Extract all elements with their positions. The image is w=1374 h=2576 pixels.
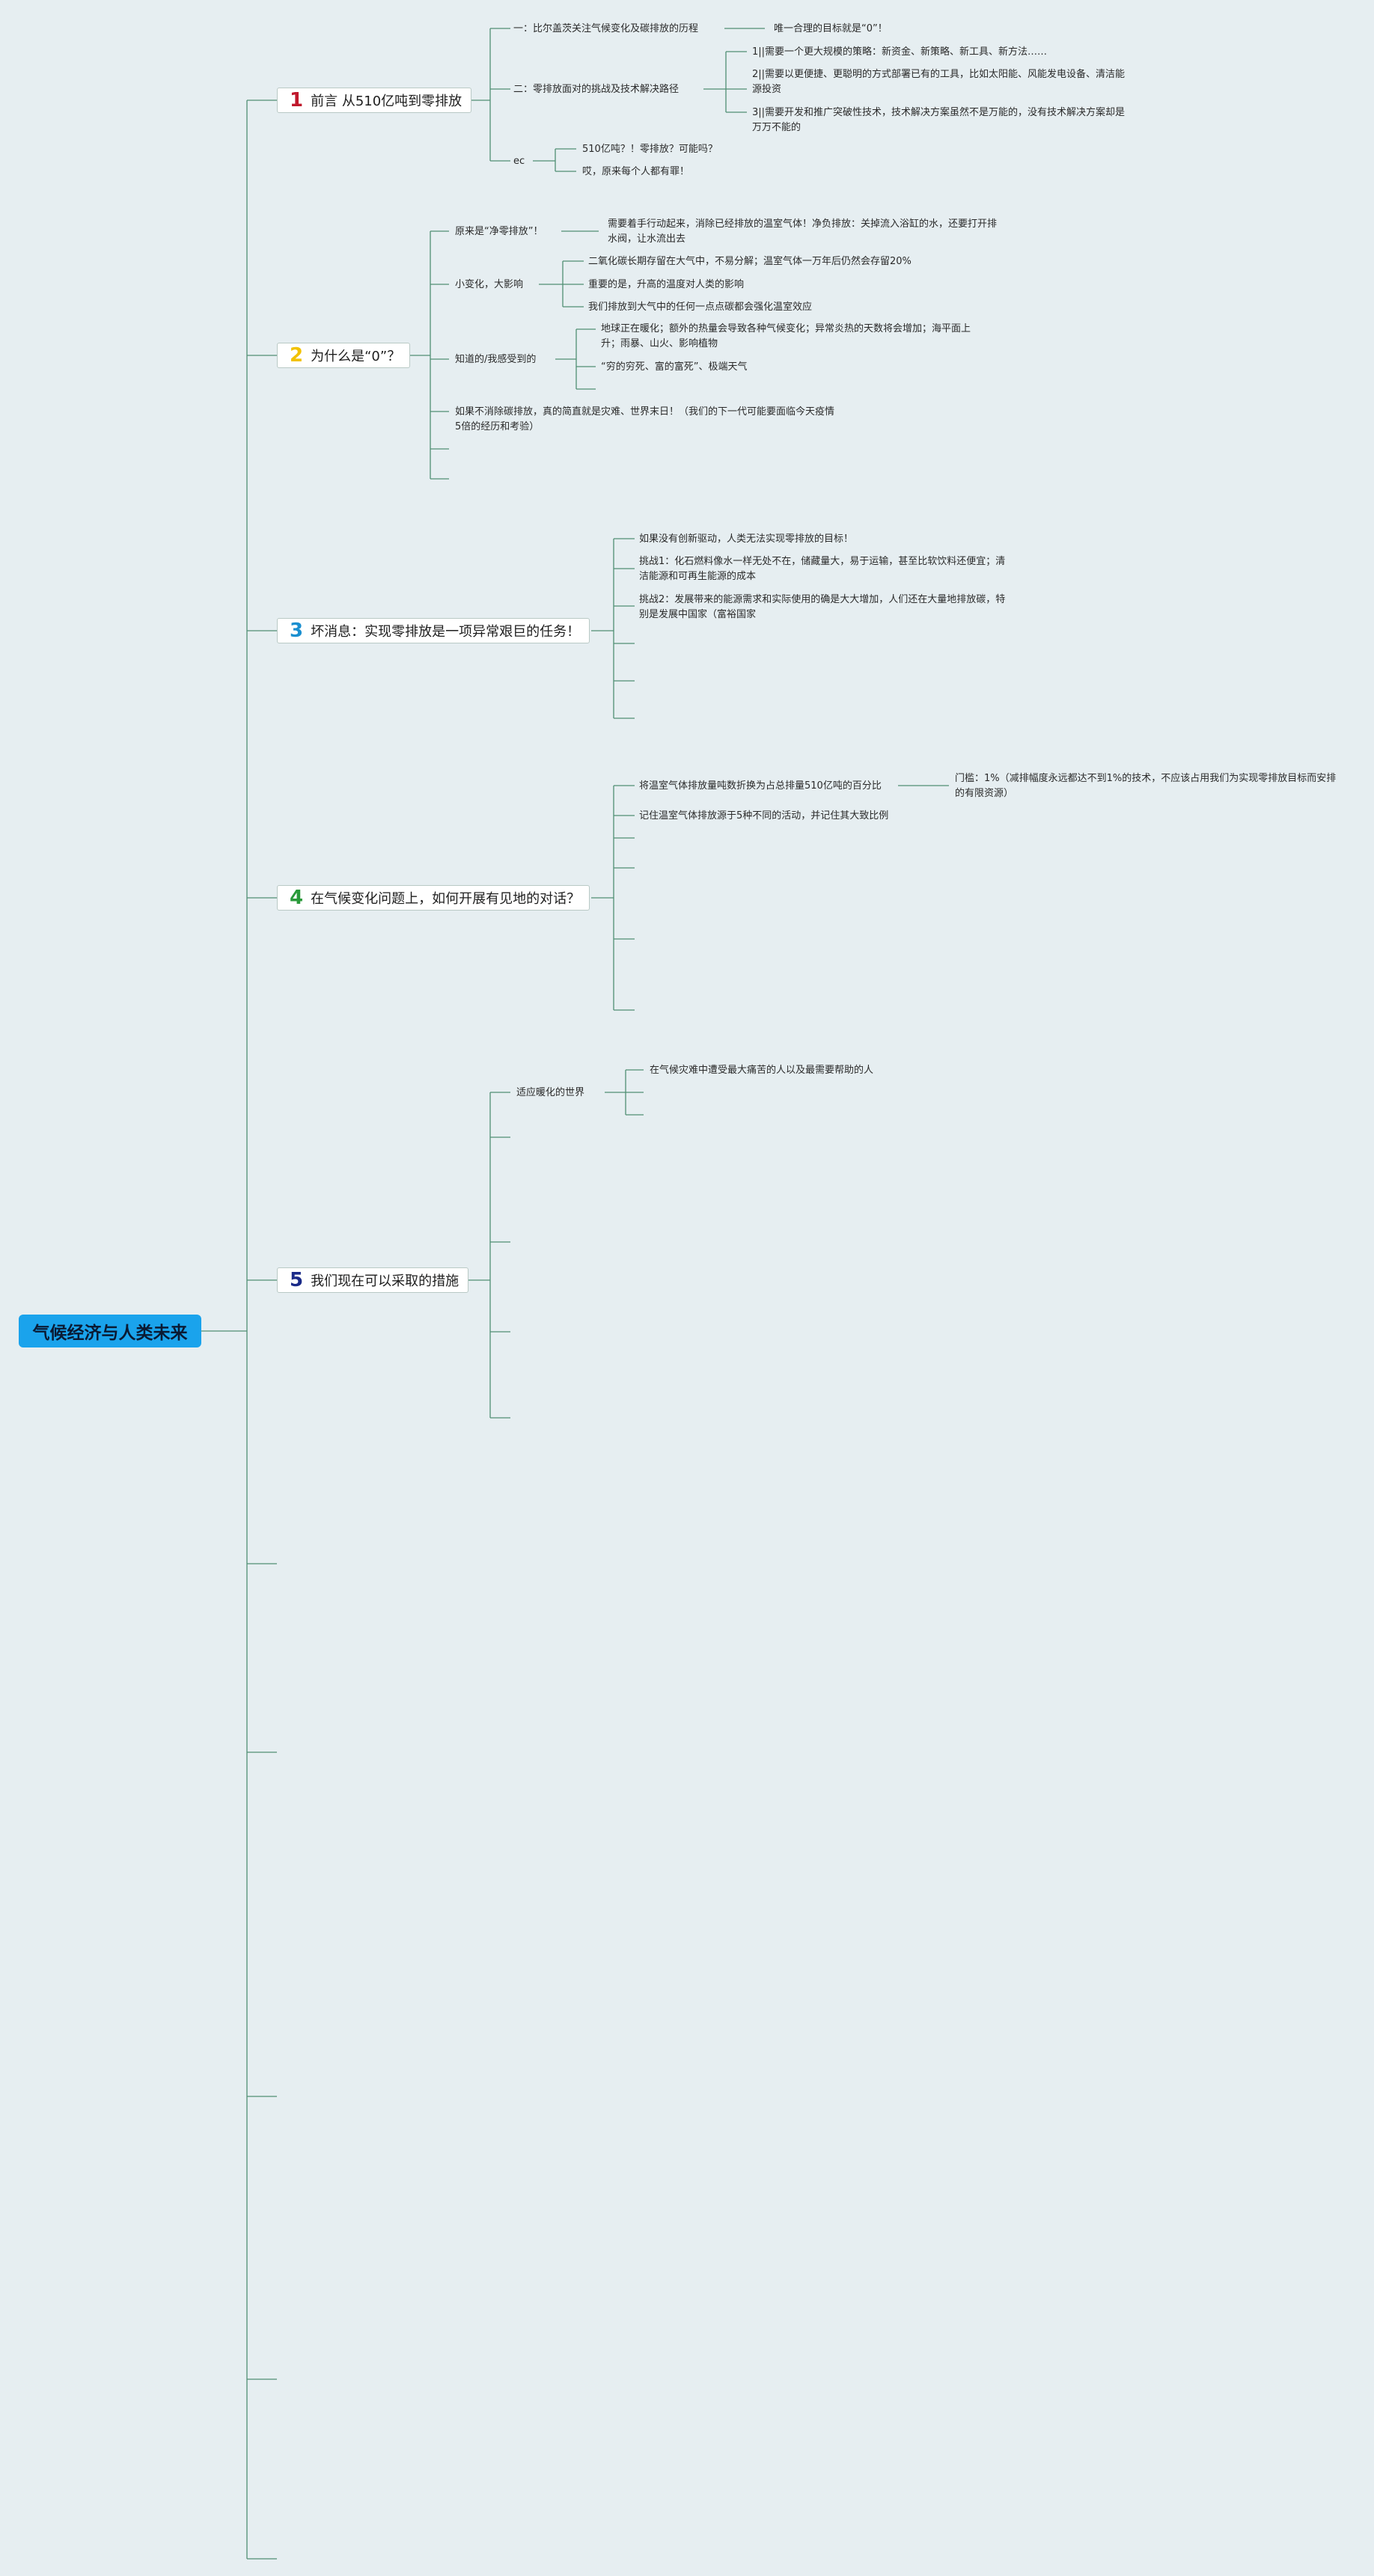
topic-label: 前言 从510亿吨到零排放 xyxy=(311,94,462,109)
leaf-node[interactable]: 唯一合理的目标就是“0”！ xyxy=(774,23,888,34)
subtopic-node[interactable]: 二：零排放面对的挑战及技术解决路径 xyxy=(513,84,680,95)
subtopic-node[interactable]: 如果没有创新驱动，人类无法实现零排放的目标！ xyxy=(639,533,854,545)
leaf-node[interactable]: 哎，原来每个人都有罪！ xyxy=(582,166,690,177)
subtopic-node[interactable]: 挑战2：发展带来的能源需求和实际使用的确是大大增加，人们还在大量地排放碳，特别是… xyxy=(639,594,1006,620)
leaf-node[interactable]: 重要的是，升高的温度对人类的影响 xyxy=(588,279,745,290)
topic-number: 2 xyxy=(290,344,304,367)
root-topic[interactable]: 气候经济与人类未来 xyxy=(19,1315,201,1347)
topic-5[interactable]: 5 我们现在可以采取的措施 xyxy=(277,1267,469,1293)
leaf-node[interactable]: 需要着手行动起来，消除已经排放的温室气体！净负排放：关掉流入浴缸的水，还要打开排… xyxy=(608,218,998,245)
subtopic-node[interactable]: 记住温室气体排放源于5种不同的活动，并记住其大致比例 xyxy=(639,810,889,822)
topic-number: 1 xyxy=(290,89,304,111)
topic-3[interactable]: 3 坏消息：实现零排放是一项异常艰巨的任务！ xyxy=(277,618,590,643)
leaf-node[interactable]: 在气候灾难中遭受最大痛苦的人以及最需要帮助的人 xyxy=(650,1065,874,1076)
subtopic-node[interactable]: 挑战1：化石燃料像水一样无处不在，储藏量大，易于运输，甚至比软饮料还便宜；清洁能… xyxy=(639,556,1006,582)
subtopic-node[interactable]: 如果不消除碳排放，真的简直就是灾难、世界末日！（我们的下一代可能要面临今天疫情5… xyxy=(455,406,835,432)
leaf-node[interactable]: 门槛：1%（减排幅度永远都达不到1%的技术，不应该占用我们为实现零排放目标而安排… xyxy=(955,773,1337,799)
topic-label: 坏消息：实现零排放是一项异常艰巨的任务！ xyxy=(311,624,581,640)
subtopic-node[interactable]: 适应暖化的世界 xyxy=(516,1087,585,1098)
subtopic-node[interactable]: 将温室气体排放量吨数折换为占总排量510亿吨的百分比 xyxy=(639,780,882,792)
subtopic-node[interactable]: 原来是“净零排放”！ xyxy=(455,226,543,237)
subtopic-node[interactable]: 知道的/我感受到的 xyxy=(455,354,537,365)
topic-2[interactable]: 2 为什么是“0”？ xyxy=(277,343,411,368)
topic-label: 我们现在可以采取的措施 xyxy=(311,1273,459,1289)
leaf-node[interactable]: 3||需要开发和推广突破性技术，技术解决方案虽然不是万能的，没有技术解决方案却是… xyxy=(752,107,1126,133)
topic-number: 3 xyxy=(290,619,304,642)
leaf-node[interactable]: “穷的穷死、富的富死”、极端天气 xyxy=(601,361,748,373)
topic-label: 在气候变化问题上，如何开展有见地的对话？ xyxy=(311,891,581,907)
topic-number: 5 xyxy=(290,1269,304,1291)
topic-number: 4 xyxy=(290,887,304,909)
leaf-node[interactable]: 我们排放到大气中的任何一点点碳都会强化温室效应 xyxy=(588,302,813,313)
subtopic-node[interactable]: 小变化，大影响 xyxy=(455,279,524,290)
topic-4[interactable]: 4 在气候变化问题上，如何开展有见地的对话？ xyxy=(277,885,590,911)
leaf-node[interactable]: 二氧化碳长期存留在大气中，不易分解；温室气体一万年后仍然会存留20% xyxy=(588,256,912,267)
leaf-node[interactable]: 地球正在暖化；额外的热量会导致各种气候变化；异常炎热的天数将会增加；海平面上升；… xyxy=(601,323,971,349)
topic-1[interactable]: 1 前言 从510亿吨到零排放 xyxy=(277,88,472,113)
subtopic-node[interactable]: 一：比尔盖茨关注气候变化及碳排放的历程 xyxy=(513,23,699,34)
leaf-node[interactable]: 2||需要以更便捷、更聪明的方式部署已有的工具，比如太阳能、风能发电设备、清洁能… xyxy=(752,69,1126,95)
subtopic-node[interactable]: ec xyxy=(513,156,525,167)
topic-label: 为什么是“0”？ xyxy=(311,349,401,364)
leaf-node[interactable]: 510亿吨？！零排放？可能吗？ xyxy=(582,144,718,155)
leaf-node[interactable]: 1||需要一个更大规模的策略：新资金、新策略、新工具、新方法…… xyxy=(752,46,1048,58)
